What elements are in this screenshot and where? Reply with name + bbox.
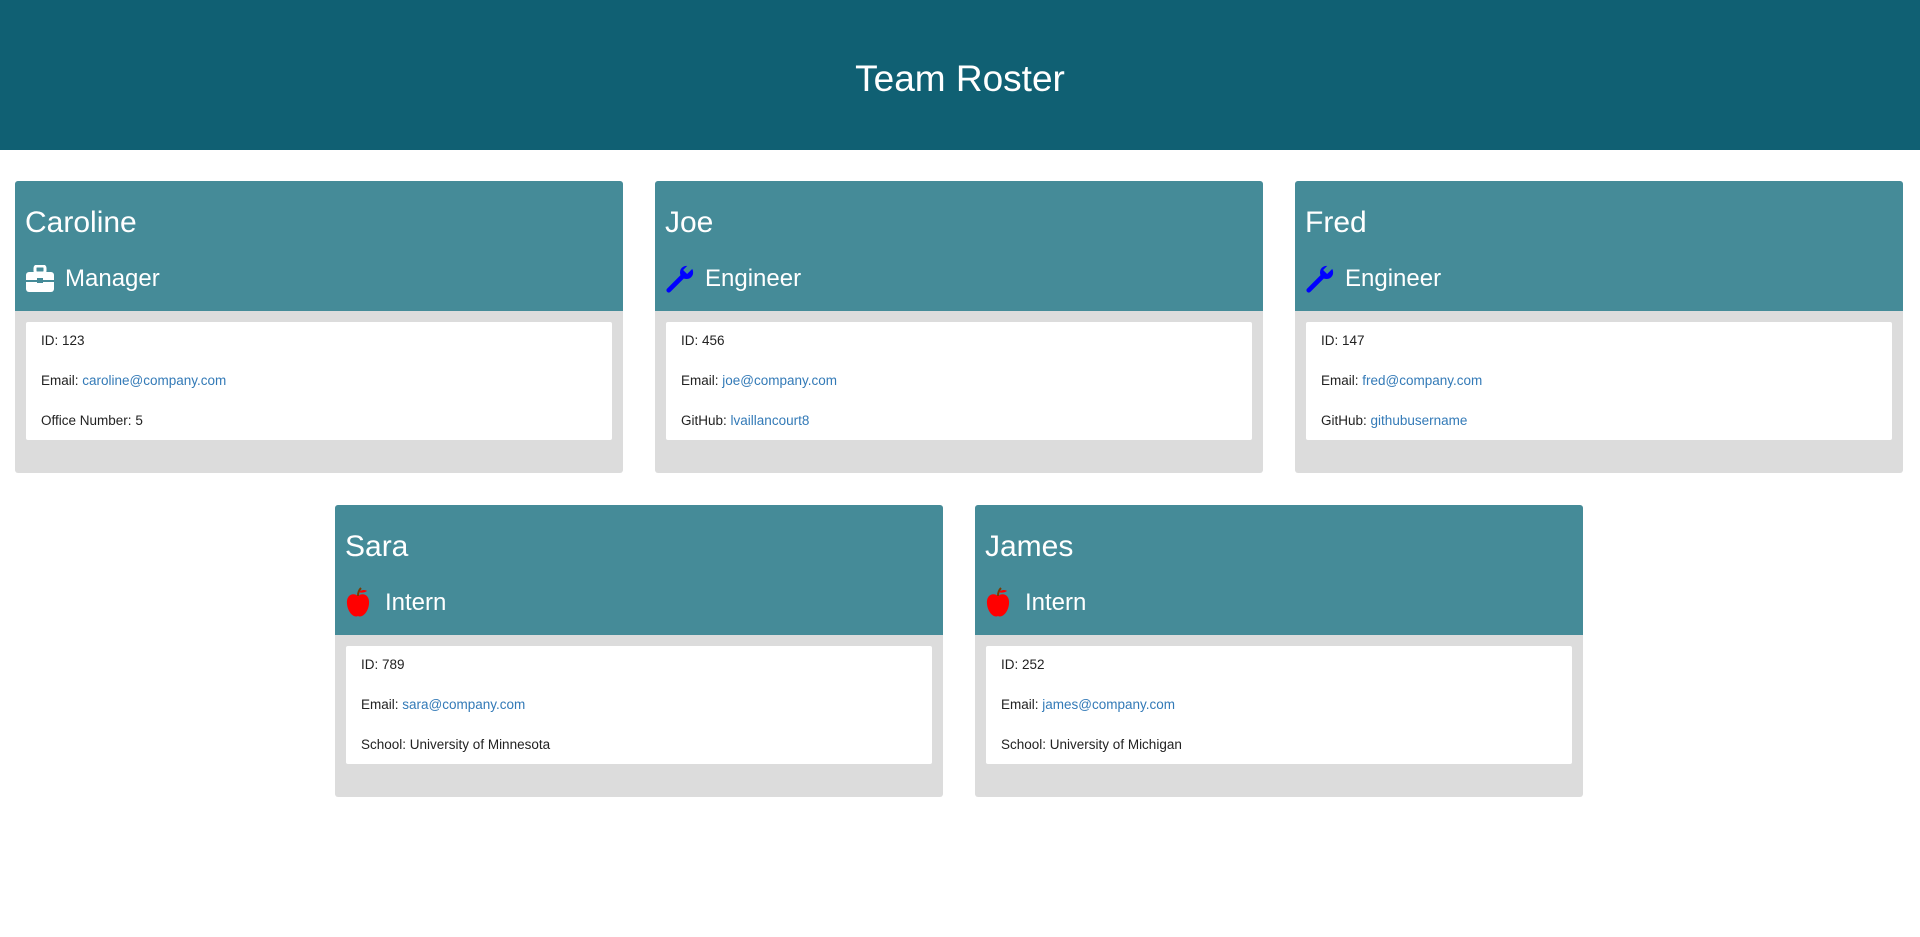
employee-role-label: Intern: [385, 589, 447, 616]
employee-details: ID: 252 Email: james@company.com School:…: [986, 646, 1572, 764]
email-link[interactable]: caroline@company.com: [82, 373, 227, 388]
github-link[interactable]: lvaillancourt8: [730, 413, 810, 428]
employee-card-fred: Fred Engineer ID: 147 Email: fred@compan…: [1295, 181, 1903, 473]
employee-role: Manager: [25, 259, 160, 299]
employee-role: Intern: [345, 583, 446, 623]
employee-role: Engineer: [1305, 259, 1441, 299]
employee-name: Caroline: [25, 206, 137, 239]
employee-school: School: University of Minnesota: [361, 737, 551, 752]
apple-icon: [345, 586, 375, 620]
employee-details: ID: 456 Email: joe@company.com GitHub: l…: [666, 322, 1252, 440]
employee-role-label: Manager: [65, 265, 160, 292]
employee-id: ID: 456: [681, 333, 725, 348]
employee-email: Email: sara@company.com: [361, 697, 526, 712]
employee-email: Email: james@company.com: [1001, 697, 1176, 712]
card-header: James Intern: [975, 505, 1583, 635]
wrench-icon: [665, 262, 695, 296]
employee-name: James: [985, 530, 1074, 563]
employee-role-label: Intern: [1025, 589, 1087, 616]
card-header: Fred Engineer: [1295, 181, 1903, 311]
card-header: Caroline Manager: [15, 181, 623, 311]
employee-card-joe: Joe Engineer ID: 456 Email: joe@company.…: [655, 181, 1263, 473]
apple-icon: [985, 586, 1015, 620]
email-link[interactable]: sara@company.com: [402, 697, 526, 712]
employee-id: ID: 252: [1001, 657, 1045, 672]
employee-school: School: University of Michigan: [1001, 737, 1182, 752]
employee-details: ID: 789 Email: sara@company.com School: …: [346, 646, 932, 764]
email-link[interactable]: joe@company.com: [722, 373, 838, 388]
employee-email: Email: fred@company.com: [1321, 373, 1483, 388]
employee-card-james: James Intern ID: 252 Email: james@compan…: [975, 505, 1583, 797]
page-header: Team Roster: [0, 0, 1920, 150]
employee-role: Intern: [985, 583, 1086, 623]
employee-github: GitHub: lvaillancourt8: [681, 413, 810, 428]
employee-name: Fred: [1305, 206, 1367, 239]
employee-name: Joe: [665, 206, 714, 239]
github-link[interactable]: githubusername: [1370, 413, 1468, 428]
employee-email: Email: joe@company.com: [681, 373, 838, 388]
employee-name: Sara: [345, 530, 409, 563]
card-header: Joe Engineer: [655, 181, 1263, 311]
employee-details: ID: 123 Email: caroline@company.com Offi…: [26, 322, 612, 440]
employee-id: ID: 147: [1321, 333, 1365, 348]
employee-github: GitHub: githubusername: [1321, 413, 1468, 428]
email-link[interactable]: james@company.com: [1042, 697, 1176, 712]
employee-id: ID: 789: [361, 657, 405, 672]
employee-email: Email: caroline@company.com: [41, 373, 227, 388]
briefcase-icon: [25, 262, 55, 296]
card-header: Sara Intern: [335, 505, 943, 635]
employee-id: ID: 123: [41, 333, 85, 348]
employee-role-label: Engineer: [705, 265, 802, 292]
employee-office-number: Office Number: 5: [41, 413, 143, 428]
email-link[interactable]: fred@company.com: [1362, 373, 1483, 388]
page-title: Team Roster: [855, 58, 1065, 99]
employee-role-label: Engineer: [1345, 265, 1442, 292]
employee-card-sara: Sara Intern ID: 789 Email: sara@company.…: [335, 505, 943, 797]
employee-role: Engineer: [665, 259, 801, 299]
employee-details: ID: 147 Email: fred@company.com GitHub: …: [1306, 322, 1892, 440]
employee-card-caroline: Caroline Manager ID: 123 Email: caroline…: [15, 181, 623, 473]
wrench-icon: [1305, 262, 1335, 296]
